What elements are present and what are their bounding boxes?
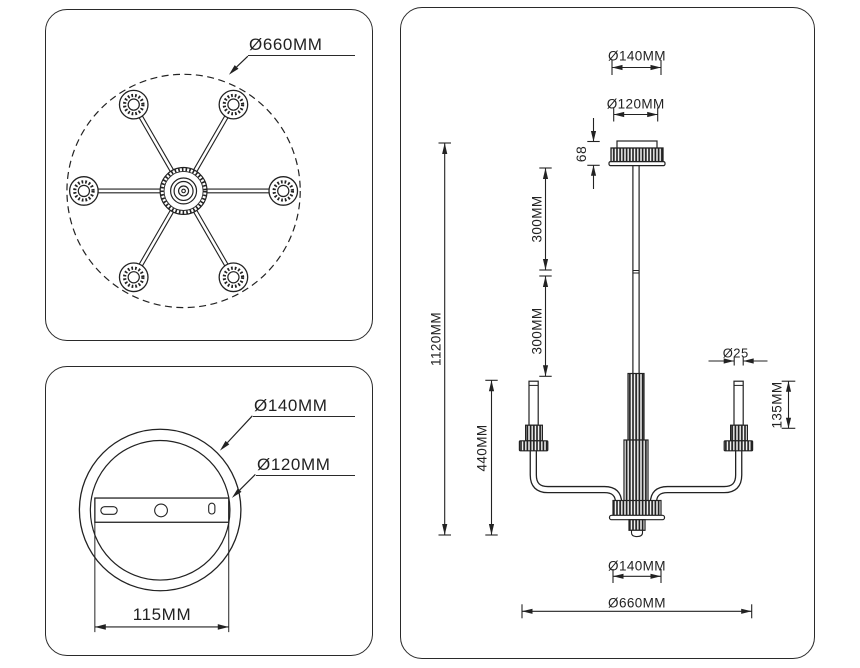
mount-view-panel: Ø140MM Ø120MM 115MM bbox=[45, 366, 373, 656]
bracket-slot-right bbox=[208, 502, 216, 515]
dim-label-mount-inner: Ø120MM bbox=[256, 455, 355, 476]
dim-total-height bbox=[438, 142, 451, 536]
dim-label-hub-diameter: Ø140MM bbox=[608, 558, 666, 573]
dim-label-rod-lower: 300MM bbox=[529, 307, 544, 355]
dim-label-bracket-width: 115MM bbox=[132, 605, 192, 624]
leader-canopy-outer bbox=[219, 415, 253, 451]
dim-hub-diameter bbox=[612, 569, 662, 583]
leader-canopy-inner bbox=[231, 473, 256, 498]
center-column bbox=[608, 372, 666, 538]
canopy-outer-circle bbox=[78, 428, 242, 592]
dim-canopy-height bbox=[587, 118, 600, 189]
top-view-geometry bbox=[66, 55, 301, 309]
canopy-inner-circle bbox=[89, 439, 231, 581]
dim-label-mount-outer: Ø140MM bbox=[253, 396, 355, 417]
finial bbox=[630, 529, 644, 538]
hanging-rod bbox=[632, 165, 640, 374]
spread-circle bbox=[66, 73, 301, 309]
ceiling-mount-drawing bbox=[78, 415, 256, 633]
dim-bracket-width bbox=[94, 624, 229, 630]
dim-label-candle-diameter: Ø25 bbox=[722, 345, 749, 361]
dim-label-rod-upper: 300MM bbox=[529, 195, 544, 243]
dim-candle-diameter bbox=[708, 356, 768, 366]
dim-label-canopy-outer: Ø140MM bbox=[608, 48, 666, 64]
dim-canopy-inner bbox=[613, 107, 659, 122]
side-view-geometry bbox=[438, 60, 796, 619]
dim-body-height bbox=[485, 379, 498, 536]
chandelier-side-view-drawing bbox=[438, 60, 796, 619]
mount-bracket bbox=[94, 497, 230, 523]
dim-label-canopy-height: 68 bbox=[573, 145, 589, 162]
candle-right bbox=[723, 380, 754, 452]
bracket-center-hole bbox=[154, 503, 168, 518]
dim-candle-height bbox=[781, 380, 796, 429]
dim-rod-lower bbox=[539, 275, 552, 377]
dim-canopy-outer bbox=[611, 60, 662, 75]
bulb-sockets bbox=[68, 89, 299, 293]
dim-label-total-height: 1120MM bbox=[428, 312, 444, 366]
dim-rod-upper bbox=[539, 167, 552, 271]
chandelier-top-view-drawing bbox=[66, 55, 301, 309]
dim-label-body-height: 440MM bbox=[474, 424, 490, 472]
dim-spread bbox=[521, 604, 753, 619]
center-hub bbox=[159, 166, 208, 215]
ceiling-canopy bbox=[608, 140, 666, 167]
mount-geometry bbox=[78, 415, 256, 633]
arms bbox=[529, 448, 743, 505]
dim-label-side-spread: Ø660MM bbox=[608, 595, 666, 611]
dim-label-canopy-inner: Ø120MM bbox=[606, 96, 665, 111]
side-view-panel: Ø140MM Ø120MM 68 300MM 300MM 1120MM 440M… bbox=[400, 7, 815, 659]
leader-spread bbox=[228, 55, 249, 75]
candle-left bbox=[518, 380, 549, 452]
dim-label-top-spread: Ø660MM bbox=[248, 35, 355, 56]
bracket-slot-left bbox=[100, 506, 118, 515]
top-view-panel: Ø660MM bbox=[45, 9, 373, 341]
dim-label-candle-height: 135MM bbox=[769, 380, 785, 429]
